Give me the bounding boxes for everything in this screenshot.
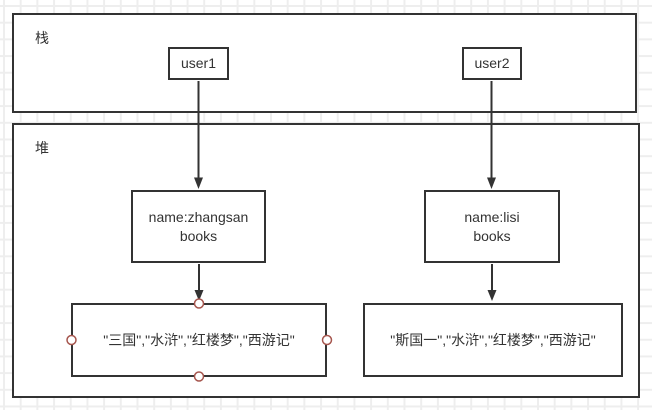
- object-zhangsan-name: name:zhangsan: [148, 208, 249, 225]
- node-user1[interactable]: user1: [168, 47, 229, 80]
- array-lisi-books-text: "斯国一","水浒","红楼梦","西游记": [390, 331, 596, 348]
- node-array-zhangsan-books[interactable]: "三国","水浒","红楼梦","西游记": [71, 303, 327, 377]
- object-zhangsan-books: books: [179, 227, 218, 244]
- heap-label: 堆: [35, 140, 49, 156]
- stack-container[interactable]: 栈: [12, 13, 637, 113]
- object-lisi-name: name:lisi: [464, 208, 520, 225]
- node-user2[interactable]: user2: [462, 47, 522, 80]
- array-zhangsan-books-text: "三国","水浒","红楼梦","西游记": [103, 331, 295, 348]
- stack-label: 栈: [35, 30, 49, 46]
- node-object-zhangsan[interactable]: name:zhangsan books: [131, 190, 266, 263]
- node-user2-label: user2: [474, 55, 510, 71]
- node-array-lisi-books[interactable]: "斯国一","水浒","红楼梦","西游记": [363, 303, 623, 377]
- object-lisi-books: books: [473, 227, 511, 244]
- node-user1-label: user1: [180, 55, 217, 71]
- node-object-lisi[interactable]: name:lisi books: [424, 190, 560, 263]
